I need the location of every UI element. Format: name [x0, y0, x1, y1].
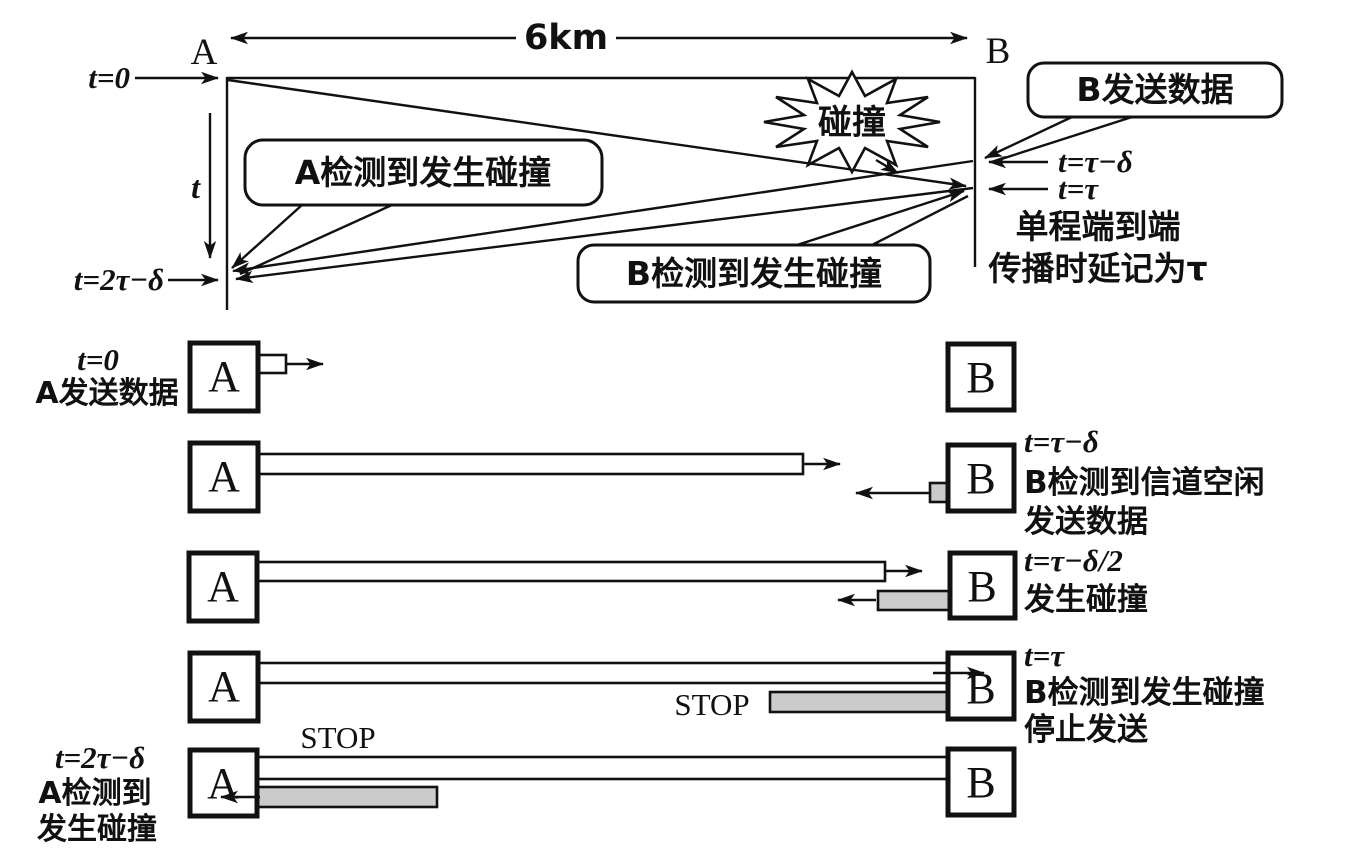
- row3-station-a-box: [186, 550, 260, 624]
- b-detect-bubble-tail-2: [871, 194, 969, 247]
- row1-station-a-box: [187, 340, 261, 414]
- a-detect-bubble-tail-1: [231, 204, 303, 269]
- a-detect-bubble: [243, 138, 604, 207]
- row1-station-b-label: B: [966, 353, 995, 402]
- row4-time-label: t=τ: [1024, 638, 1065, 673]
- b-frame-propagation-line: [232, 159, 974, 275]
- row3-frame-b: [876, 589, 952, 612]
- row1-time-label: t=0: [77, 342, 119, 377]
- b-stop-propagation-line: [235, 186, 974, 284]
- row5-station-a-box: [187, 747, 260, 819]
- t-axis-label: t: [191, 169, 201, 205]
- timeline-row-4: A STOP B t=τ B检测到发生碰撞 停止发送: [187, 638, 1265, 748]
- row5-stop-label: STOP: [300, 720, 375, 755]
- row4-frame-b: [768, 690, 950, 714]
- row2-caption-2: 发送数据: [1023, 504, 1148, 540]
- row4-station-b-label: B: [966, 664, 995, 713]
- row4-caption-1: B检测到发生碰撞: [1024, 675, 1265, 711]
- row2-station-a-box: [187, 440, 261, 514]
- distance-label: 6km: [524, 18, 608, 58]
- timeline-row-1: t=0 A发送数据 A B: [35, 340, 1017, 414]
- b-send-bubble: [1026, 61, 1284, 119]
- node-a-label: A: [191, 32, 218, 73]
- row1-station-a-label: A: [208, 352, 240, 401]
- row2-station-a-label: A: [208, 452, 240, 501]
- b-detect-bubble: [576, 243, 932, 304]
- node-b-label: B: [986, 31, 1011, 72]
- timeline-row-5: t=2τ−δ A检测到 发生碰撞 STOP A B: [36, 720, 1017, 847]
- row5-time-label: t=2τ−δ: [55, 740, 145, 775]
- t-tau-label: t=τ: [1058, 171, 1099, 206]
- collision-label: 碰撞: [818, 103, 886, 143]
- prop-delay-note-line2: 传播时延记为τ: [987, 249, 1207, 288]
- row1-frame-a: [256, 353, 288, 375]
- row5-frame-b-jam: [255, 785, 439, 809]
- b-send-bubble-tail-2: [991, 115, 1133, 164]
- row4-frame-a: [256, 661, 950, 685]
- t-2tau-delta-label: t=2τ−δ: [74, 262, 164, 297]
- row4-station-a-box: [187, 650, 261, 724]
- row1-station-b-box: [945, 341, 1017, 413]
- row1-caption: A发送数据: [35, 376, 178, 411]
- row4-station-a-label: A: [208, 662, 240, 711]
- prop-delay-note-line1: 单程端到端: [1016, 207, 1181, 246]
- row2-station-b-label: B: [966, 454, 995, 503]
- a-detect-bubble-tail-2: [239, 203, 393, 276]
- b-send-bubble-tail-1: [984, 115, 1073, 160]
- row5-station-a-label: A: [207, 759, 239, 808]
- row2-frame-a: [256, 452, 805, 476]
- row4-stop-label: STOP: [674, 687, 749, 722]
- collision-pointer-arrow: [875, 158, 899, 175]
- space-time-diagram: 6km A B t=0 t t=2τ−δ 碰撞 A检测到发生碰撞: [74, 18, 1284, 310]
- timeline-row-2: A B t=τ−δ B检测到信道空闲 发送数据: [187, 424, 1265, 540]
- b-send-bubble-label: B发送数据: [1076, 70, 1233, 109]
- collision-starburst: [763, 69, 941, 175]
- a-frame-propagation-line: [227, 78, 967, 190]
- row2-station-b-box: [945, 442, 1017, 514]
- row4-station-b-box: [945, 650, 1017, 722]
- row3-caption: 发生碰撞: [1023, 582, 1148, 618]
- row5-station-b-label: B: [966, 758, 995, 807]
- row2-frame-b: [928, 481, 950, 504]
- b-detect-bubble-label: B检测到发生碰撞: [626, 254, 882, 293]
- t0-label: t=0: [88, 60, 130, 95]
- row3-station-b-label: B: [967, 562, 996, 611]
- row5-caption-2: 发生碰撞: [36, 812, 157, 847]
- row2-time-label: t=τ−δ: [1024, 424, 1099, 459]
- timeline-row-3: A B t=τ−δ/2 发生碰撞: [186, 543, 1148, 624]
- row5-frame-b: [255, 755, 950, 781]
- b-detect-bubble-tail-1: [796, 189, 965, 247]
- a-detect-bubble-label: A检测到发生碰撞: [295, 153, 552, 192]
- row3-station-a-label: A: [207, 562, 239, 611]
- row5-station-b-box: [945, 746, 1017, 818]
- row3-station-b-box: [947, 550, 1018, 621]
- row5-caption-1: A检测到: [38, 776, 151, 811]
- row2-caption-1: B检测到信道空闲: [1024, 465, 1265, 501]
- row3-time-label: t=τ−δ/2: [1024, 543, 1123, 578]
- row3-frame-a: [255, 560, 887, 583]
- t-tau-delta-label: t=τ−δ: [1058, 144, 1133, 179]
- row4-caption-2: 停止发送: [1024, 712, 1148, 748]
